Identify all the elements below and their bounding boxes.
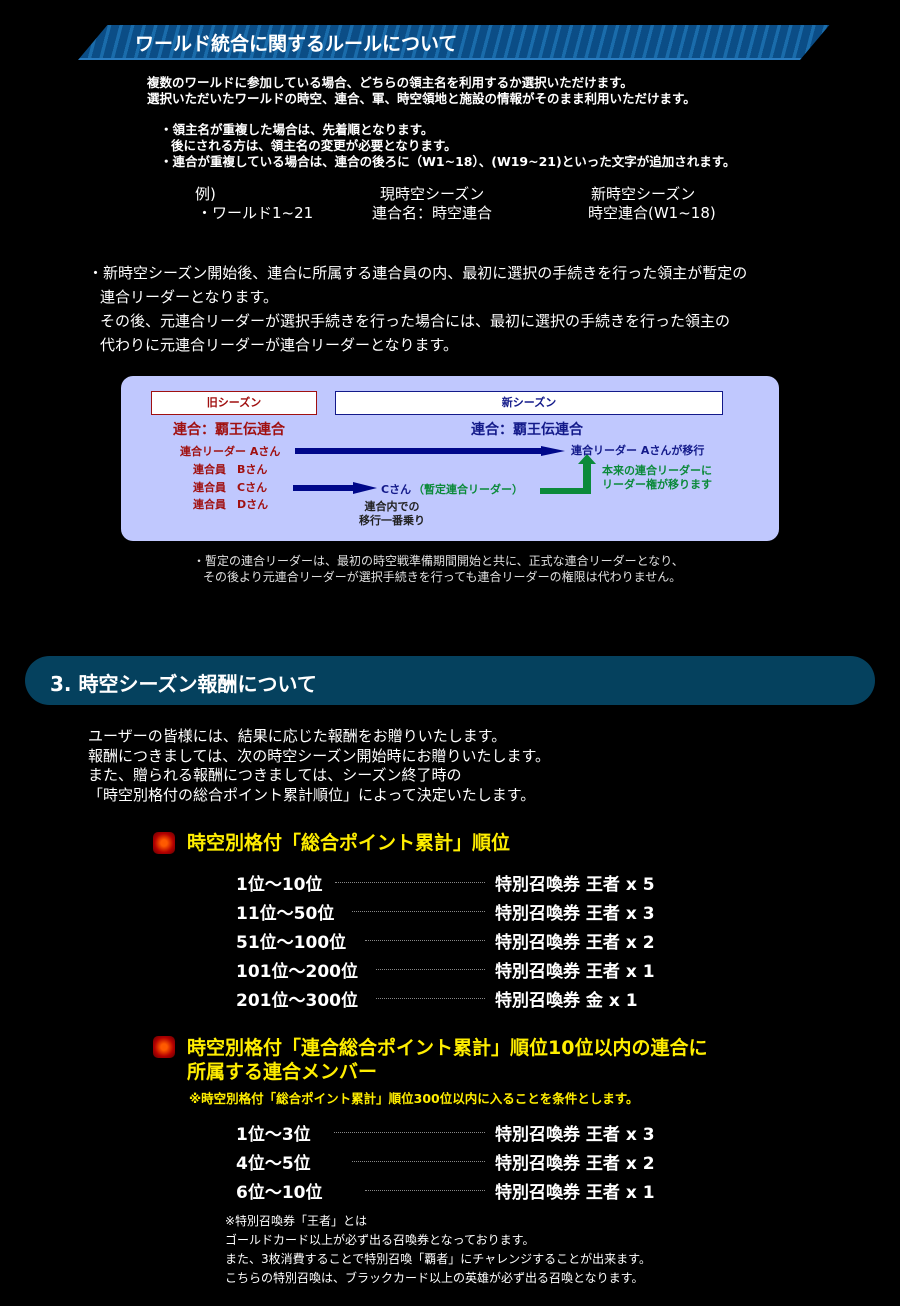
footnote: ※特別召喚券「王者」とは (225, 1214, 368, 1228)
dotted-leader (376, 998, 485, 999)
medal-icon (153, 1036, 175, 1058)
arrow-leader-a (295, 446, 565, 456)
new-season-header: 新時空シーズン (591, 185, 696, 203)
rights-line: リーダー権が移ります (602, 478, 712, 491)
world-rules-title: ワールド統合に関するルールについて (135, 33, 458, 55)
bullet: 後にされる方は、領主名の変更が必要となります。 (171, 138, 457, 153)
rights-line: 本来の連合リーダーに (602, 464, 712, 477)
reward-item: 特別召喚券 王者 x 1 (495, 962, 655, 982)
old-season-label: 旧シーズン (151, 391, 317, 415)
ranking2-condition: ※時空別格付「総合ポイント累計」順位300位以内に入ることを条件とします。 (189, 1091, 639, 1106)
paragraph-line: 代わりに元連合リーダーが連合リーダーとなります。 (100, 336, 459, 354)
old-union-name: 連合：覇王伝連合 (173, 422, 285, 438)
arrow-rights-transfer (540, 454, 596, 494)
footnote: また、3枚消費することで特別召喚「覇者」にチャレンジすることが出来ます。 (225, 1252, 651, 1266)
leader-moved-text: 連合リーダー Aさんが移行 (571, 444, 705, 457)
example-label: 例) (195, 185, 216, 203)
footnote: こちらの特別召喚は、ブラックカード以上の英雄が必ず出る召喚となります。 (225, 1271, 644, 1285)
reward-item: 特別召喚券 王者 x 3 (495, 1125, 655, 1145)
dotted-leader (352, 911, 485, 912)
dotted-leader (376, 969, 485, 970)
paragraph-line: その後、元連合リーダーが選択手続きを行った場合には、最初に選択の手続きを行った領… (100, 312, 731, 330)
paragraph-line: ・新時空シーズン開始後、連合に所属する連合員の内、最初に選択の手続きを行った領主… (88, 264, 748, 282)
new-union-name: 連合：覇王伝連合 (471, 422, 583, 438)
intro-line: 複数のワールドに参加している場合、どちらの領主名を利用するか選択いただけます。 (147, 75, 633, 90)
leader-transfer-diagram: 旧シーズン 新シーズン 連合：覇王伝連合 連合：覇王伝連合 連合リーダー Aさん… (121, 376, 779, 541)
reward-item: 特別召喚券 金 x 1 (495, 991, 638, 1011)
rank-range: 101位～200位 (236, 962, 358, 982)
rank-range: 6位～10位 (236, 1183, 323, 1203)
dotted-leader (335, 882, 485, 883)
new-season-label: 新シーズン (335, 391, 723, 415)
rewards-intro: ユーザーの皆様には、結果に応じた報酬をお贈りいたします。 報酬につきましては、次… (88, 727, 550, 805)
rank-range: 201位～300位 (236, 991, 358, 1011)
rank-range: 11位～50位 (236, 904, 335, 924)
arrow-member-c (293, 482, 377, 494)
c-role-text: （暫定連合リーダー） (413, 483, 523, 496)
intro-line: また、贈られる報酬につきましては、シーズン終了時の (88, 766, 462, 784)
intro-text: 複数のワールドに参加している場合、どちらの領主名を利用するか選択いただけます。 … (147, 75, 696, 107)
current-season-header: 現時空シーズン (380, 185, 485, 203)
heading-line: 所属する連合メンバー (187, 1061, 378, 1083)
dotted-leader (365, 940, 485, 941)
provisional-leader-note: ・暫定の連合リーダーは、最初の時空戦準備期間開始と共に、正式な連合リーダーとなり… (193, 553, 684, 585)
rule-bullets: ・領主名が重複した場合は、先着順となります。 後にされる方は、領主名の変更が必要… (160, 122, 735, 170)
c-moved-text: Cさん (381, 483, 412, 496)
rights-transfer-text: 本来の連合リーダーに リーダー権が移ります (602, 464, 712, 492)
member-d: 連合員 Dさん (193, 498, 269, 511)
note-line: その後より元連合リーダーが選択手続きを行っても連合リーダーの権限は代わりません。 (203, 570, 682, 584)
rewards-section-header (25, 656, 875, 705)
example-world: ・ワールド1~21 (197, 204, 314, 222)
dotted-leader (352, 1161, 485, 1162)
ranking2-heading: 時空別格付「連合総合ポイント累計」順位10位以内の連合に 所属する連合メンバー (187, 1036, 707, 1084)
dotted-leader (365, 1190, 485, 1191)
note-line: ・暫定の連合リーダーは、最初の時空戦準備期間開始と共に、正式な連合リーダーとなり… (193, 554, 684, 568)
heading-line: 時空別格付「連合総合ポイント累計」順位10位以内の連合に (187, 1037, 708, 1059)
reward-item: 特別召喚券 王者 x 2 (495, 1154, 655, 1174)
intro-line: 「時空別格付の総合ポイント累計順位」によって決定いたします。 (88, 785, 536, 804)
member-b: 連合員 Bさん (193, 463, 268, 476)
leader-paragraph: ・新時空シーズン開始後、連合に所属する連合員の内、最初に選択の手続きを行った領主… (88, 261, 747, 357)
rank-range: 1位～3位 (236, 1125, 311, 1145)
arrows (293, 446, 596, 494)
rank-range: 51位～100位 (236, 933, 347, 953)
intro-line: 選択いただいたワールドの時空、連合、軍、時空領地と施設の情報がそのまま利用いただ… (147, 91, 696, 106)
intro-line: 報酬につきましては、次の時空シーズン開始時にお贈りいたします。 (88, 746, 551, 765)
ranking1-heading: 時空別格付「総合ポイント累計」順位 (187, 832, 511, 854)
first-move-line: 連合内での (364, 500, 420, 513)
current-season-value: 連合名：時空連合 (372, 204, 493, 222)
first-move-text: 連合内での 移行一番乗り (359, 500, 425, 528)
first-move-line: 移行一番乗り (359, 514, 425, 527)
reward-item: 特別召喚券 王者 x 5 (495, 875, 655, 895)
intro-line: ユーザーの皆様には、結果に応じた報酬をお贈りいたします。 (88, 727, 507, 745)
reward-item: 特別召喚券 王者 x 3 (495, 904, 655, 924)
paragraph-line: 連合リーダーとなります。 (100, 288, 279, 306)
rewards-title: 3. 時空シーズン報酬について (50, 672, 317, 696)
member-leader-a: 連合リーダー Aさん (180, 445, 281, 458)
footnote: ゴールドカード以上が必ず出る召喚券となっております。 (225, 1233, 535, 1247)
footnotes: ※特別召喚券「王者」とは ゴールドカード以上が必ず出る召喚券となっております。 … (225, 1212, 651, 1288)
rank-range: 4位～5位 (236, 1154, 311, 1174)
member-c: 連合員 Cさん (193, 481, 268, 494)
reward-item: 特別召喚券 王者 x 1 (495, 1183, 655, 1203)
rank-range: 1位～10位 (236, 875, 323, 895)
reward-item: 特別召喚券 王者 x 2 (495, 933, 655, 953)
bullet: ・領主名が重複した場合は、先着順となります。 (160, 122, 434, 137)
medal-icon (153, 832, 175, 854)
dotted-leader (334, 1132, 485, 1133)
bullet: ・連合が重複している場合は、連合の後ろに（W1~18）、(W19~21)といった… (160, 154, 736, 169)
new-season-value: 時空連合(W1~18) (588, 204, 716, 222)
